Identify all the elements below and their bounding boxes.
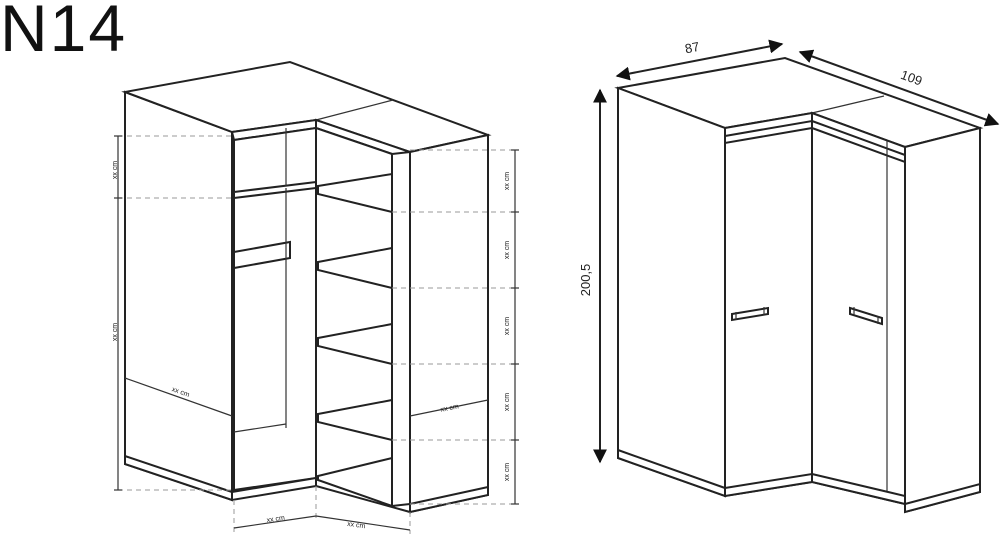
closed-right-side xyxy=(904,126,981,514)
hanging-rail xyxy=(233,240,291,270)
dim-label-bottom-right: xx cm xyxy=(347,521,366,530)
dim-label-left-top: xx cm xyxy=(112,161,119,179)
dim-label-r4: xx cm xyxy=(504,393,511,411)
dim-label-r5: xx cm xyxy=(504,463,511,481)
closed-left-side xyxy=(617,86,726,498)
dim-height-label: 200,5 xyxy=(578,264,593,297)
dim-label-bottom-left: xx cm xyxy=(266,515,285,524)
depth-left-dimension-arrow xyxy=(615,39,784,81)
left-side-panel xyxy=(124,90,233,502)
left-door-handle xyxy=(731,306,769,322)
right-door-handle xyxy=(849,306,883,326)
dim-label-r2: xx cm xyxy=(504,241,511,259)
back-panel-left xyxy=(233,126,317,492)
dim-label-depth-right: xx cm xyxy=(440,403,459,413)
closed-wardrobe-view: 200,5 87 109 xyxy=(578,39,1000,514)
dim-label-left-main: xx cm xyxy=(112,323,119,341)
dim-label-r1: xx cm xyxy=(504,172,511,190)
right-side-panel xyxy=(409,133,489,514)
depth-right-dimension-arrow xyxy=(798,49,1000,127)
left-door xyxy=(724,111,813,498)
right-door xyxy=(811,111,906,506)
model-title: N14 xyxy=(0,0,128,65)
dim-depth-right-label: 109 xyxy=(899,67,925,89)
dim-depth-left-label: 87 xyxy=(684,39,701,56)
dim-label-r3: xx cm xyxy=(504,317,511,335)
left-shelf xyxy=(233,180,317,200)
open-wardrobe-view: xx cm xx cm xx cm xx cm xx cm xx cm xx c… xyxy=(112,60,519,534)
